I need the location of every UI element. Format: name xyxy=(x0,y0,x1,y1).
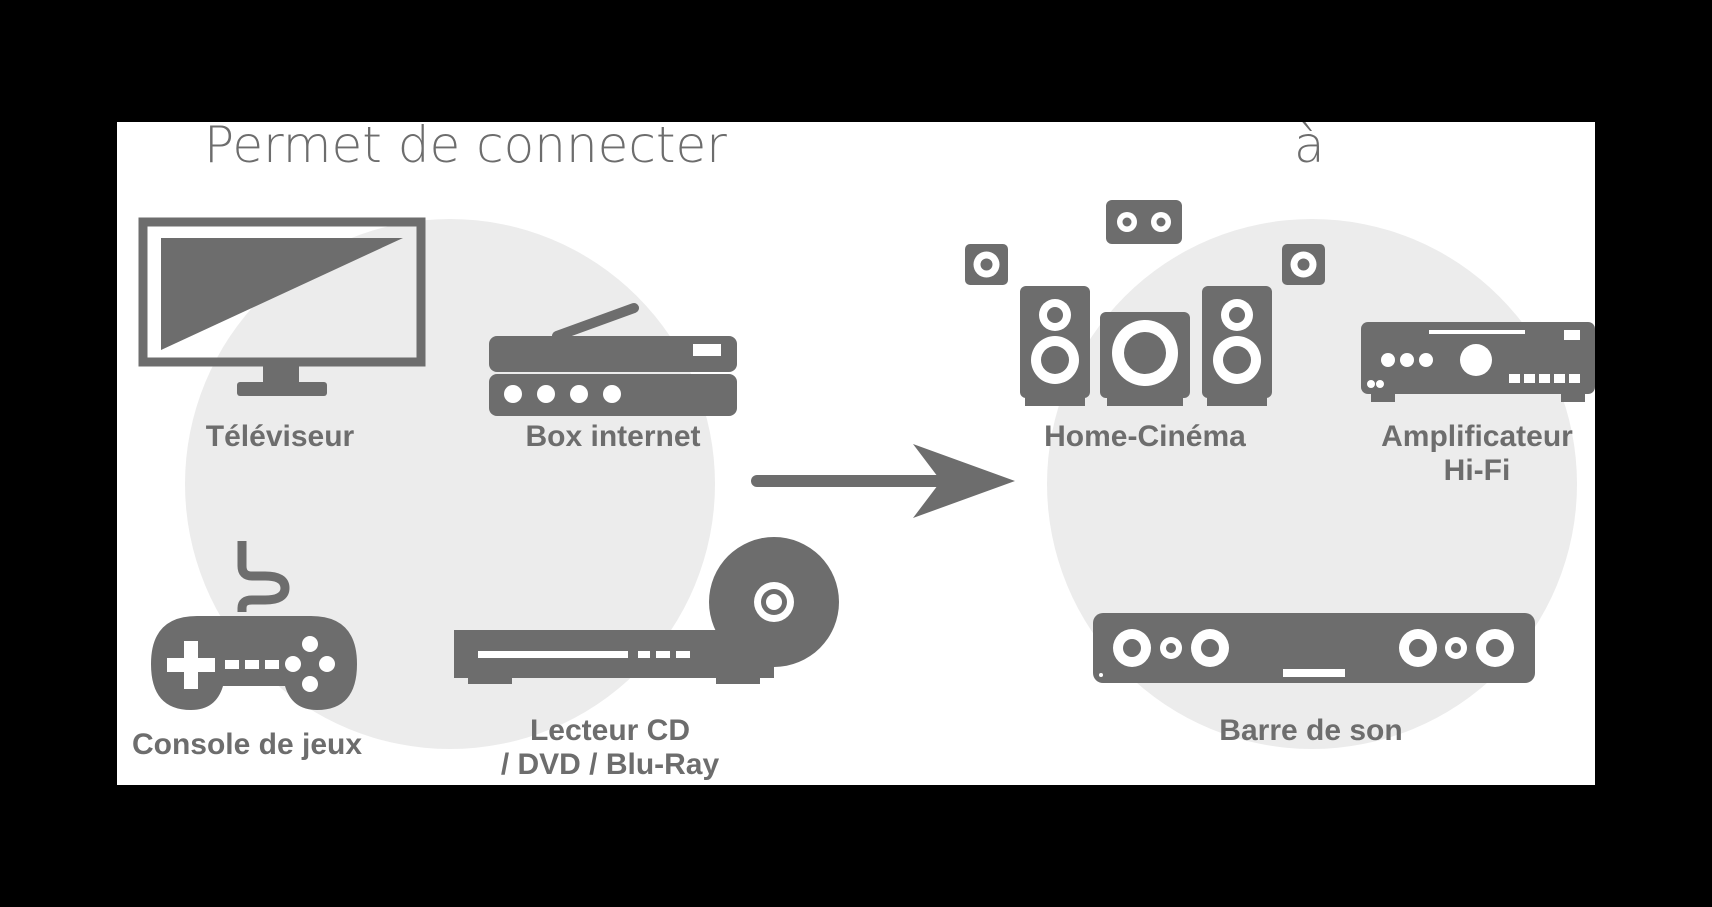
label-amplifier-line2: Hi-Fi xyxy=(1443,454,1511,487)
amplifier-icon xyxy=(1361,322,1595,402)
arrow-right-icon xyxy=(751,444,1015,518)
label-router: Box internet xyxy=(525,420,701,453)
soundbar-icon xyxy=(1093,613,1535,683)
router-icon xyxy=(489,303,737,416)
label-amplifier-line1: Amplificateur xyxy=(1381,420,1573,453)
speaker-system-icon xyxy=(965,200,1325,406)
tv-icon xyxy=(138,217,426,396)
label-disc-player: Lecteur CD / DVD / Blu-Ray xyxy=(501,714,719,782)
heading-left: Permet de connecter xyxy=(204,122,727,174)
label-gamepad: Console de jeux xyxy=(131,728,363,761)
label-disc-player-line2: / DVD / Blu-Ray xyxy=(500,748,720,781)
label-soundbar: Barre de son xyxy=(1219,714,1403,747)
label-disc-player-line1: Lecteur CD xyxy=(529,714,691,747)
label-tv: Téléviseur xyxy=(205,420,355,453)
heading-right: à xyxy=(1294,122,1325,174)
gamepad-icon xyxy=(151,541,357,710)
diagram-panel: Permet de connecter à Téléviseur Box int… xyxy=(117,122,1595,785)
label-amplifier: Amplificateur Hi-Fi xyxy=(1381,420,1573,488)
disc-player-icon xyxy=(454,537,839,684)
label-home-cinema: Home-Cinéma xyxy=(1044,420,1246,453)
